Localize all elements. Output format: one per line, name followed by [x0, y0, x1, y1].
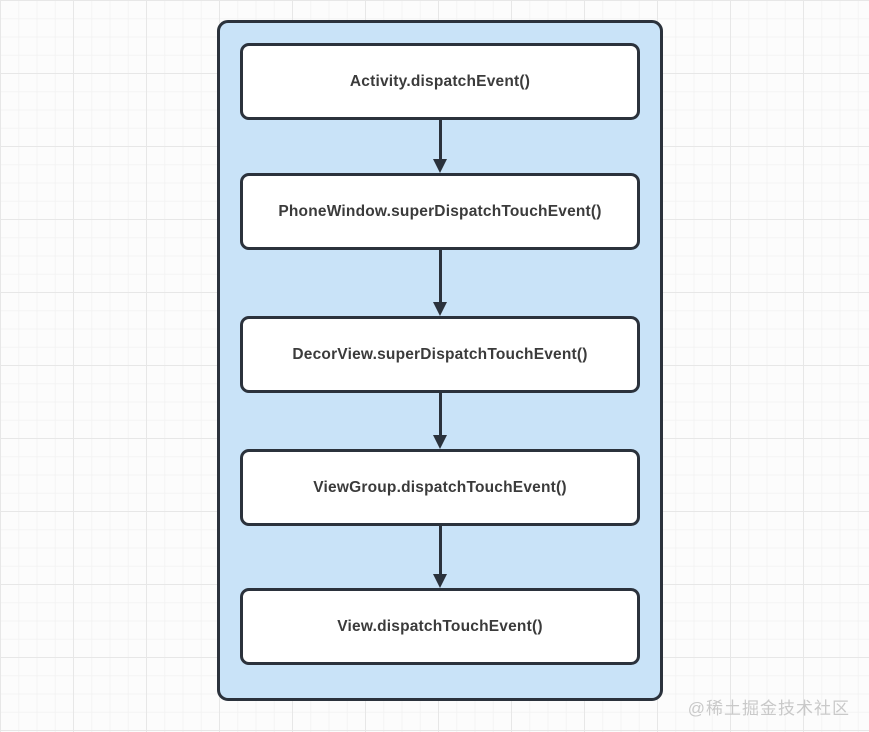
arrow-head [433, 302, 447, 316]
flow-arrow-down-icon [433, 120, 447, 173]
arrow-head [433, 435, 447, 449]
arrow-shaft [438, 393, 442, 435]
node-activity-dispatch-event: Activity.dispatchEvent() [240, 43, 640, 120]
node-phonewindow-super-dispatch-touch: PhoneWindow.superDispatchTouchEvent() [240, 173, 640, 250]
node-label: DecorView.superDispatchTouchEvent() [292, 345, 588, 363]
arrow-head [433, 159, 447, 173]
node-view-dispatch-touch-event: View.dispatchTouchEvent() [240, 588, 640, 665]
node-label: ViewGroup.dispatchTouchEvent() [313, 478, 567, 496]
arrow-shaft [438, 250, 442, 302]
node-label: PhoneWindow.superDispatchTouchEvent() [278, 202, 602, 220]
node-label: View.dispatchTouchEvent() [337, 617, 543, 635]
arrow-shaft [438, 526, 442, 574]
flow-arrow-down-icon [433, 526, 447, 588]
node-viewgroup-dispatch-touch-event: ViewGroup.dispatchTouchEvent() [240, 449, 640, 526]
arrow-shaft [438, 120, 442, 159]
node-decorview-super-dispatch-touch: DecorView.superDispatchTouchEvent() [240, 316, 640, 393]
flow-arrow-down-icon [433, 250, 447, 316]
watermark-juejin: @稀土掘金技术社区 [687, 699, 850, 718]
flow-arrow-down-icon [433, 393, 447, 449]
arrow-head [433, 574, 447, 588]
node-label: Activity.dispatchEvent() [349, 72, 531, 90]
flowchart-container: Activity.dispatchEvent() PhoneWindow.sup… [217, 20, 663, 701]
